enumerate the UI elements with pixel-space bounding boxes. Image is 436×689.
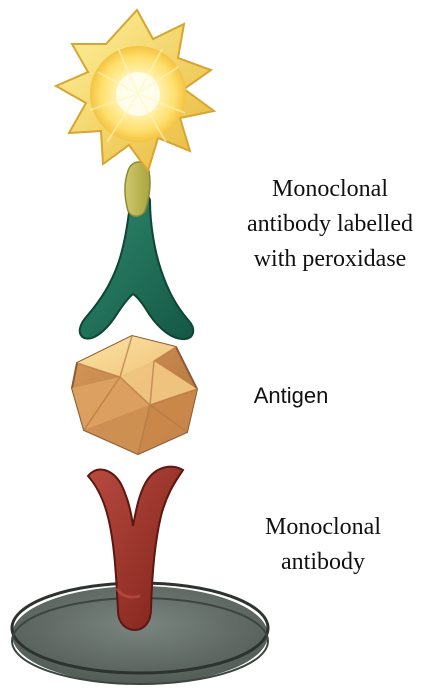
capture-antibody-label: Monoclonal antibody <box>238 510 408 580</box>
labelled-antibody-icon <box>80 162 193 339</box>
peroxidase-icon <box>56 10 214 171</box>
labelled-antibody-label: Monoclonal antibody labelled with peroxi… <box>232 172 428 277</box>
antigen-icon <box>72 336 197 454</box>
antigen-label: Antigen <box>226 382 356 410</box>
